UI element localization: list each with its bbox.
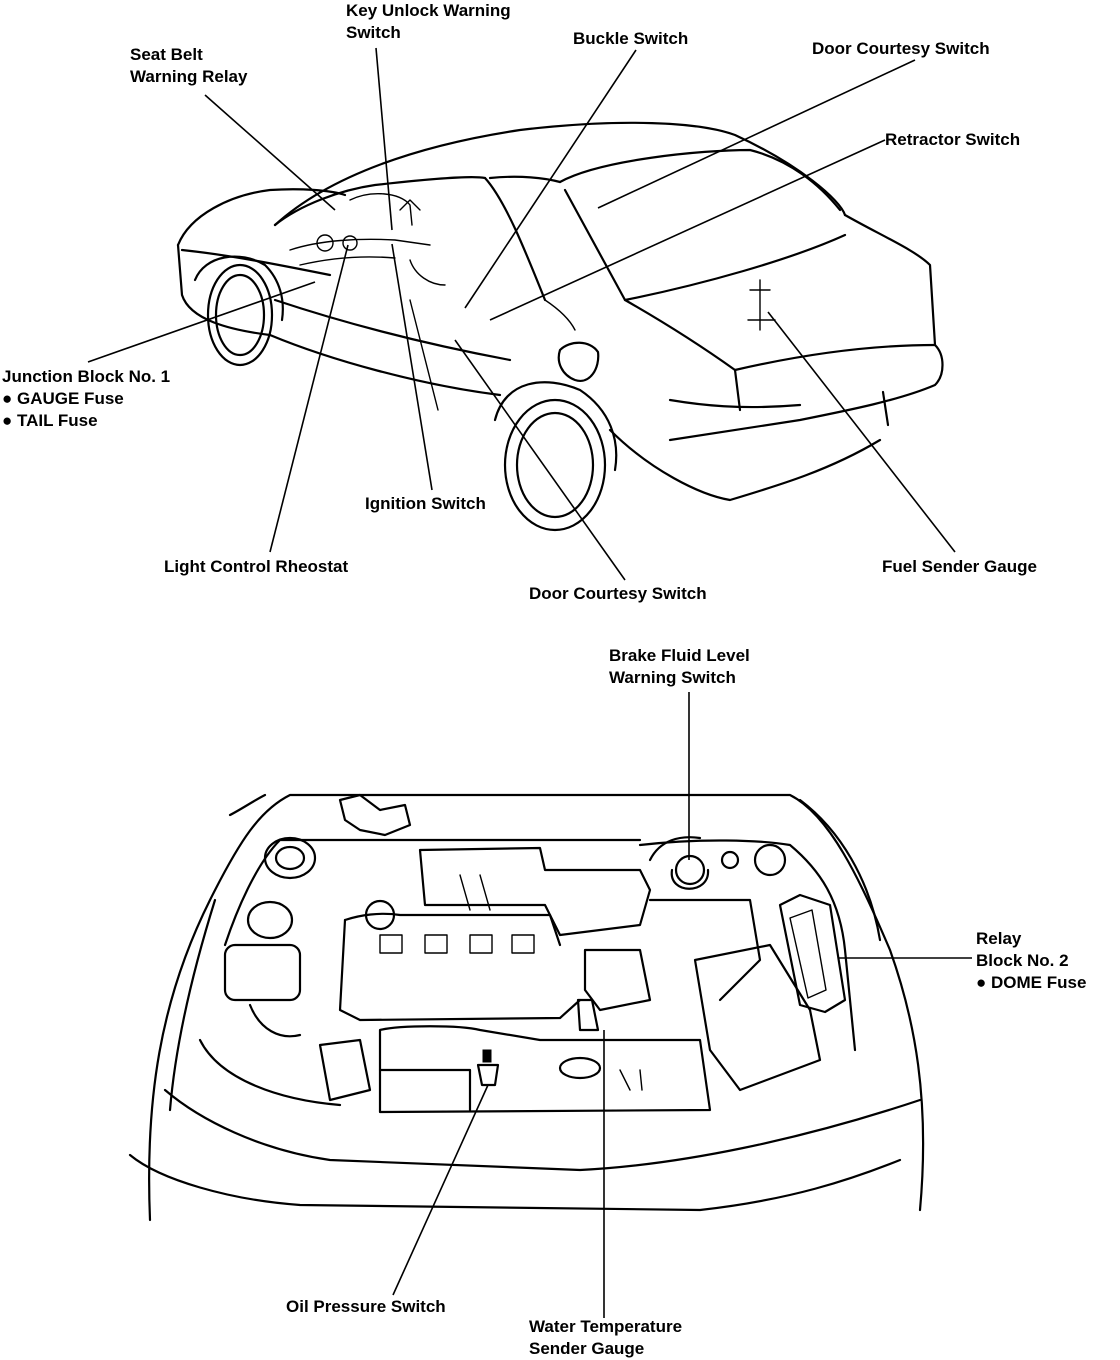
label-water-temperature-sender-gauge: Water Temperature Sender Gauge: [529, 1317, 683, 1358]
label-relay-block-no2: Relay Block No. 2 ● DOME Fuse: [976, 929, 1087, 992]
label-light-control-rheostat: Light Control Rheostat: [164, 557, 349, 576]
engine-bay-drawing: [128, 793, 925, 1222]
label-retractor-switch: Retractor Switch: [885, 130, 1021, 149]
label-fuel-sender-gauge: Fuel Sender Gauge: [882, 557, 1037, 576]
label-door-courtesy-switch-top: Door Courtesy Switch: [812, 39, 990, 58]
label-brake-fluid-level-warning-switch: Brake Fluid Level Warning Switch: [609, 646, 750, 687]
label-oil-pressure-switch: Oil Pressure Switch: [286, 1297, 446, 1316]
label-seat-belt-warning-relay: Seat Belt Warning Relay: [130, 45, 248, 86]
label-junction-block-no1: Junction Block No. 1 ● GAUGE Fuse ● TAIL…: [2, 367, 171, 430]
label-door-courtesy-switch-bottom: Door Courtesy Switch: [529, 584, 707, 603]
leader-lines: [87, 47, 972, 1318]
car-body-drawing: [176, 121, 944, 532]
label-key-unlock-warning-switch: Key Unlock Warning Switch: [346, 1, 511, 42]
label-ignition-switch: Ignition Switch: [365, 494, 486, 513]
label-buckle-switch: Buckle Switch: [573, 29, 689, 48]
